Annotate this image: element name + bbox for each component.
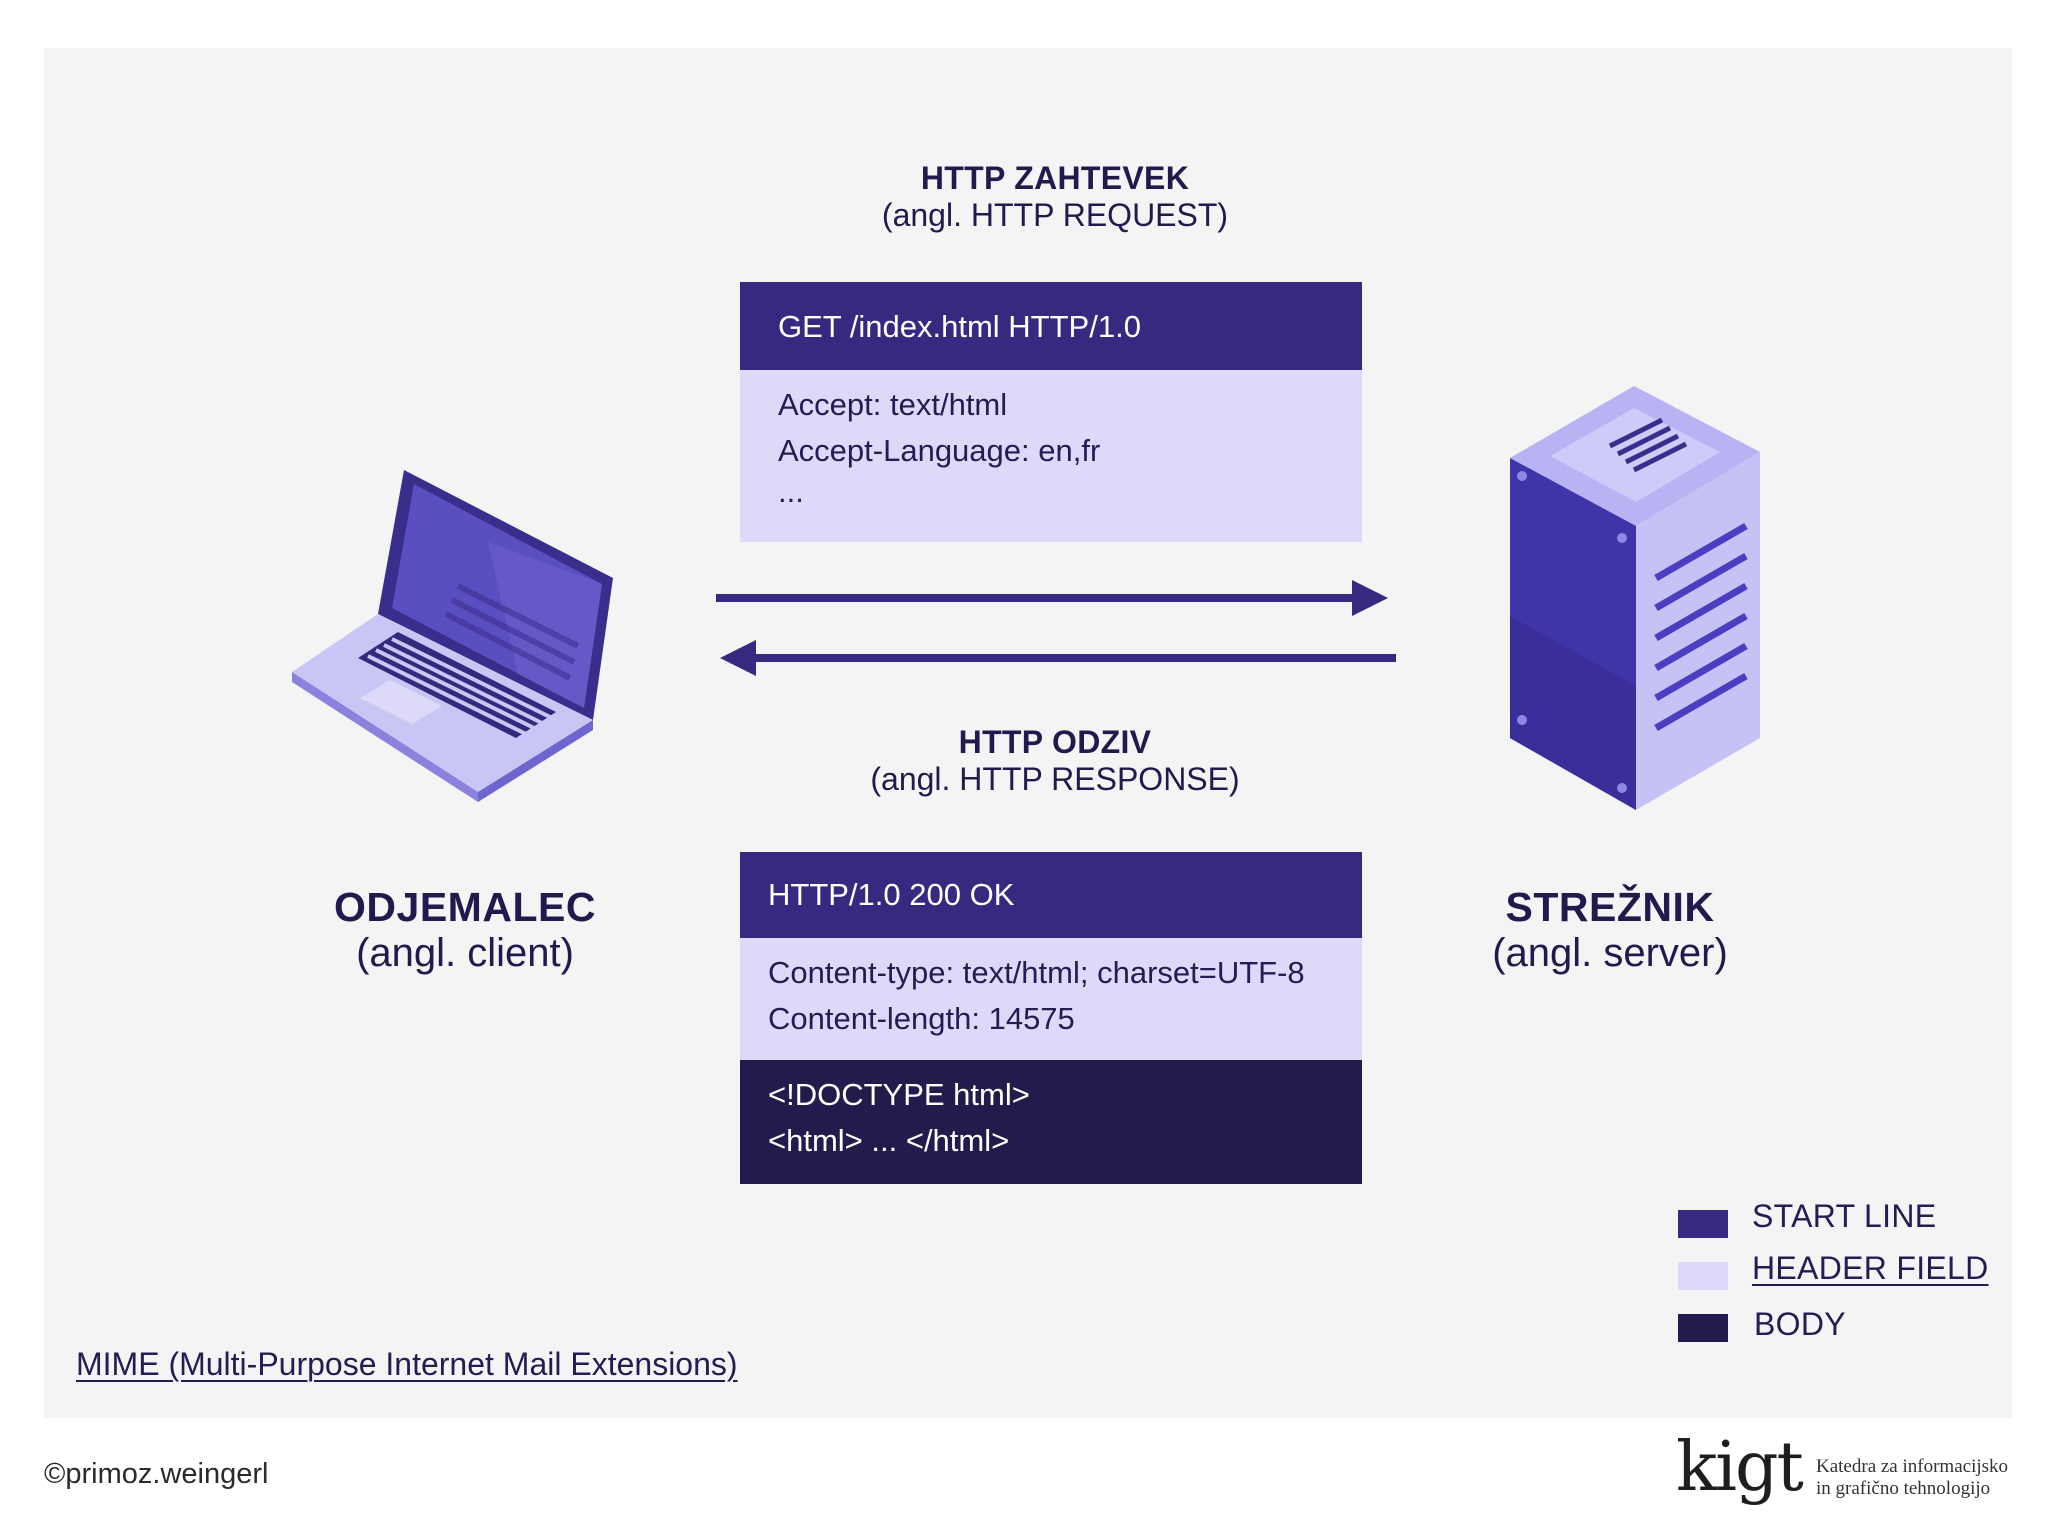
mime-link[interactable]: MIME (Multi-Purpose Internet Mail Extens… <box>76 1346 738 1382</box>
copyright: ©primoz.weingerl <box>44 1458 269 1490</box>
arrow-left-icon <box>720 640 1396 676</box>
request-header-block: Accept: text/html Accept-Language: en,fr… <box>740 370 1362 542</box>
request-header-line: ... <box>778 474 804 509</box>
client-label-group: ODJEMALEC (angl. client) <box>300 884 630 976</box>
request-header-line: Accept-Language: en,fr <box>778 433 1101 468</box>
server-icon <box>1510 386 1760 810</box>
legend-label-start-line: START LINE <box>1752 1198 1937 1234</box>
server-subtitle: (angl. server) <box>1492 931 1728 975</box>
response-start-line: HTTP/1.0 200 OK <box>768 877 1015 912</box>
arrows <box>716 580 1396 676</box>
response-body-line: <!DOCTYPE html> <box>768 1077 1030 1112</box>
request-start-line-block: GET /index.html HTTP/1.0 <box>740 282 1362 370</box>
legend-label-body: BODY <box>1754 1306 1846 1342</box>
response-header-block: Content-type: text/html; charset=UTF-8 C… <box>740 938 1362 1060</box>
response-title: HTTP ODZIV <box>958 724 1152 760</box>
laptop-icon <box>292 470 613 802</box>
request-title-group: HTTP ZAHTEVEK (angl. HTTP REQUEST) <box>800 160 1310 234</box>
legend-swatch-start-line <box>1678 1210 1728 1238</box>
arrow-right-icon <box>716 580 1388 616</box>
logo-subtitle-line: in grafično tehnologijo <box>1816 1478 1991 1499</box>
request-subtitle: (angl. HTTP REQUEST) <box>881 197 1229 233</box>
response-body-line: <html> ... </html> <box>768 1123 1010 1158</box>
request-title: HTTP ZAHTEVEK <box>920 160 1190 196</box>
response-title-group: HTTP ODZIV (angl. HTTP RESPONSE) <box>800 724 1310 798</box>
response-subtitle: (angl. HTTP RESPONSE) <box>870 761 1240 797</box>
response-header-line: Content-length: 14575 <box>768 1001 1075 1036</box>
response-start-line-block: HTTP/1.0 200 OK <box>740 852 1362 938</box>
server-label-group: STREŽNIK (angl. server) <box>1460 884 1760 976</box>
server-title: STREŽNIK <box>1505 884 1715 930</box>
request-header-line: Accept: text/html <box>778 387 1008 422</box>
kigt-logo-subtitle: Katedra za informacijsko in grafično teh… <box>1816 1456 2008 1500</box>
kigt-logo: kigt <box>1676 1428 1804 1507</box>
logo-subtitle-line: Katedra za informacijsko <box>1816 1456 2009 1477</box>
response-header-line: Content-type: text/html; charset=UTF-8 <box>768 955 1305 990</box>
client-subtitle: (angl. client) <box>356 931 574 975</box>
response-body-block: <!DOCTYPE html> <html> ... </html> <box>740 1060 1362 1184</box>
client-title: ODJEMALEC <box>334 884 596 930</box>
legend-swatch-body <box>1678 1314 1728 1342</box>
legend-swatch-header-field <box>1678 1262 1728 1290</box>
legend-label-header-field[interactable]: HEADER FIELD <box>1752 1250 1989 1286</box>
request-start-line: GET /index.html HTTP/1.0 <box>778 309 1141 344</box>
